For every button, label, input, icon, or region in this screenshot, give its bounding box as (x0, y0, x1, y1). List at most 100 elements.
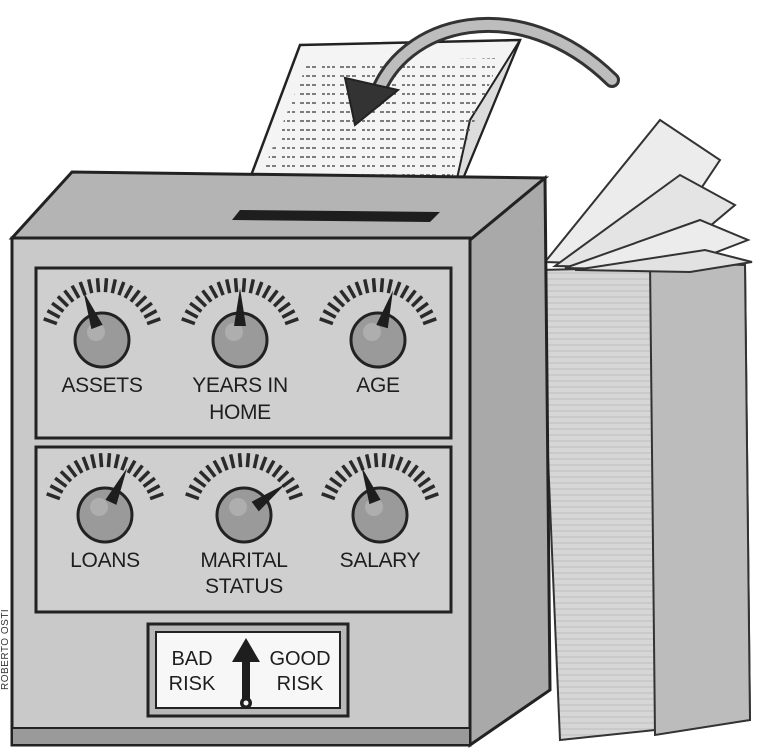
dial-tick (412, 470, 426, 483)
dial-tick (89, 454, 97, 469)
dial-tick (324, 484, 339, 494)
dial-tick (224, 279, 232, 294)
dial-scale (43, 278, 161, 326)
dial-tick (149, 492, 164, 501)
dial-tick (228, 454, 236, 469)
dial-tick (184, 309, 199, 319)
dial-tick (117, 281, 126, 296)
dial-scale (46, 453, 164, 501)
dial-tick (146, 317, 161, 326)
dial-tick (281, 476, 295, 488)
risk-meter: BAD RISK GOOD RISK (146, 622, 350, 718)
dial-tick (265, 459, 276, 474)
dial-tick (126, 459, 137, 474)
dial-tick (139, 301, 153, 313)
good-risk-label: GOOD (269, 648, 330, 670)
dial-tick (86, 279, 94, 294)
dial-label: ASSETS (61, 374, 142, 397)
dial-tick (220, 456, 229, 471)
dial-tick (185, 492, 200, 501)
dial-tick (415, 301, 429, 313)
dial-knob[interactable] (351, 486, 409, 544)
dial-tick (410, 295, 424, 308)
dial-tick (78, 281, 87, 296)
dial-tick (259, 456, 268, 471)
dial-tick (334, 470, 348, 483)
dial-tick (329, 476, 343, 488)
dial-label-line-2: STATUS (205, 575, 283, 598)
dial-tick (422, 317, 437, 326)
dial-tick (188, 484, 203, 494)
dial-tick (395, 456, 404, 471)
dial-tick (276, 470, 290, 483)
dial-tick (401, 459, 412, 474)
dial-tick (134, 295, 148, 308)
dial-tick (319, 317, 334, 326)
dial-tick (356, 456, 365, 471)
dial-tick (59, 470, 73, 483)
dial-tick (193, 476, 207, 488)
dial-tick (407, 464, 419, 478)
stacked-form-sheet (574, 248, 753, 274)
dial-label: SALARY (340, 549, 421, 572)
dial-marital-status[interactable]: MARITAL STATUS (185, 453, 303, 598)
dial-years-in-home[interactable]: YEARS IN HOME (181, 278, 299, 424)
dial-tick (373, 453, 379, 468)
dial-tick (216, 281, 225, 296)
dial-tick (54, 476, 68, 488)
dial-tick (146, 484, 161, 494)
risk-needle-arrow-icon (232, 638, 260, 709)
good-risk-label-line-2: RISK (277, 673, 324, 695)
dial-age[interactable]: AGE (319, 278, 437, 397)
dial-tick (405, 289, 417, 303)
dial-tick (327, 301, 341, 313)
paper-stack (538, 118, 753, 742)
machine-top (8, 170, 550, 242)
dial-tick (51, 301, 65, 313)
dial-pointer (234, 288, 246, 326)
dial-tick (106, 453, 112, 468)
dial-scale (321, 453, 439, 501)
dial-tick (46, 492, 61, 501)
dial-knob[interactable] (73, 311, 131, 369)
dial-scale (181, 278, 299, 326)
dial-pointer (376, 290, 393, 329)
dial-tick (348, 459, 359, 474)
dial-tick (261, 284, 272, 299)
dial-label-line-2: HOME (209, 401, 271, 424)
dial-tick (424, 492, 439, 501)
dial-tick (46, 309, 61, 319)
dial-tick (322, 309, 337, 319)
dial-tick (70, 284, 81, 299)
dial-tick (120, 456, 129, 471)
dial-tick (241, 278, 247, 293)
dial-tick (284, 317, 299, 326)
dial-tick (233, 278, 239, 293)
dial-tick (212, 459, 223, 474)
dial-tick (419, 309, 434, 319)
dial-tick (123, 284, 134, 299)
dial-label: YEARS IN (192, 374, 288, 397)
dial-tick (388, 454, 396, 469)
risk-factor-dials: ASSETS YEARS IN HOME AGE LOANS (43, 278, 439, 598)
dial-tick (132, 464, 144, 478)
dial-tick (371, 278, 377, 293)
dial-tick (189, 301, 203, 313)
dial-knob[interactable] (349, 311, 407, 369)
dial-tick (66, 464, 78, 478)
dial-tick (362, 279, 370, 294)
dial-tick (379, 278, 385, 293)
dial-pointer (83, 291, 103, 330)
dial-tick (255, 281, 264, 296)
dial-tick (285, 484, 300, 494)
illustrator-credit: ROBERTO OSTI (0, 609, 11, 690)
dial-tick (421, 484, 436, 494)
dial-knob[interactable] (76, 486, 134, 544)
dial-tick (277, 301, 291, 313)
dial-tick (143, 309, 158, 319)
dial-assets[interactable]: ASSETS (43, 278, 161, 397)
dial-loans[interactable]: LOANS (46, 453, 164, 572)
dial-tick (198, 470, 212, 483)
dial-salary[interactable]: SALARY (321, 453, 439, 572)
dial-tick (267, 289, 279, 303)
